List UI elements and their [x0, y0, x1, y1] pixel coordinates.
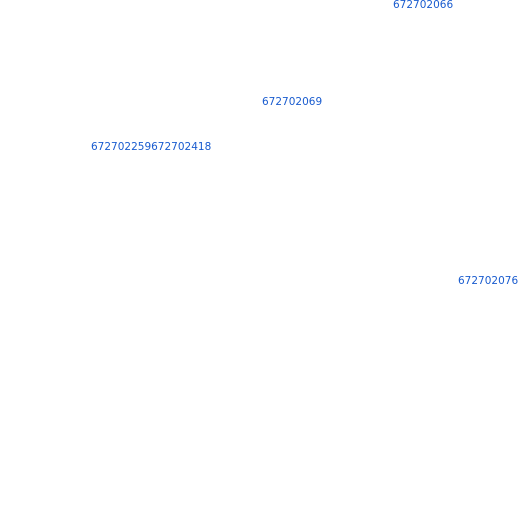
map-feature-label[interactable]: 672702259 — [91, 141, 152, 153]
map-feature-label[interactable]: 672702418 — [151, 141, 212, 153]
map-feature-label-group: 672702259 672702418 — [91, 141, 211, 153]
map-feature-label[interactable]: 672702069 — [262, 96, 323, 108]
map-feature-label[interactable]: 672702076 — [458, 275, 518, 287]
map-feature-label[interactable]: 672702066 — [393, 0, 454, 11]
